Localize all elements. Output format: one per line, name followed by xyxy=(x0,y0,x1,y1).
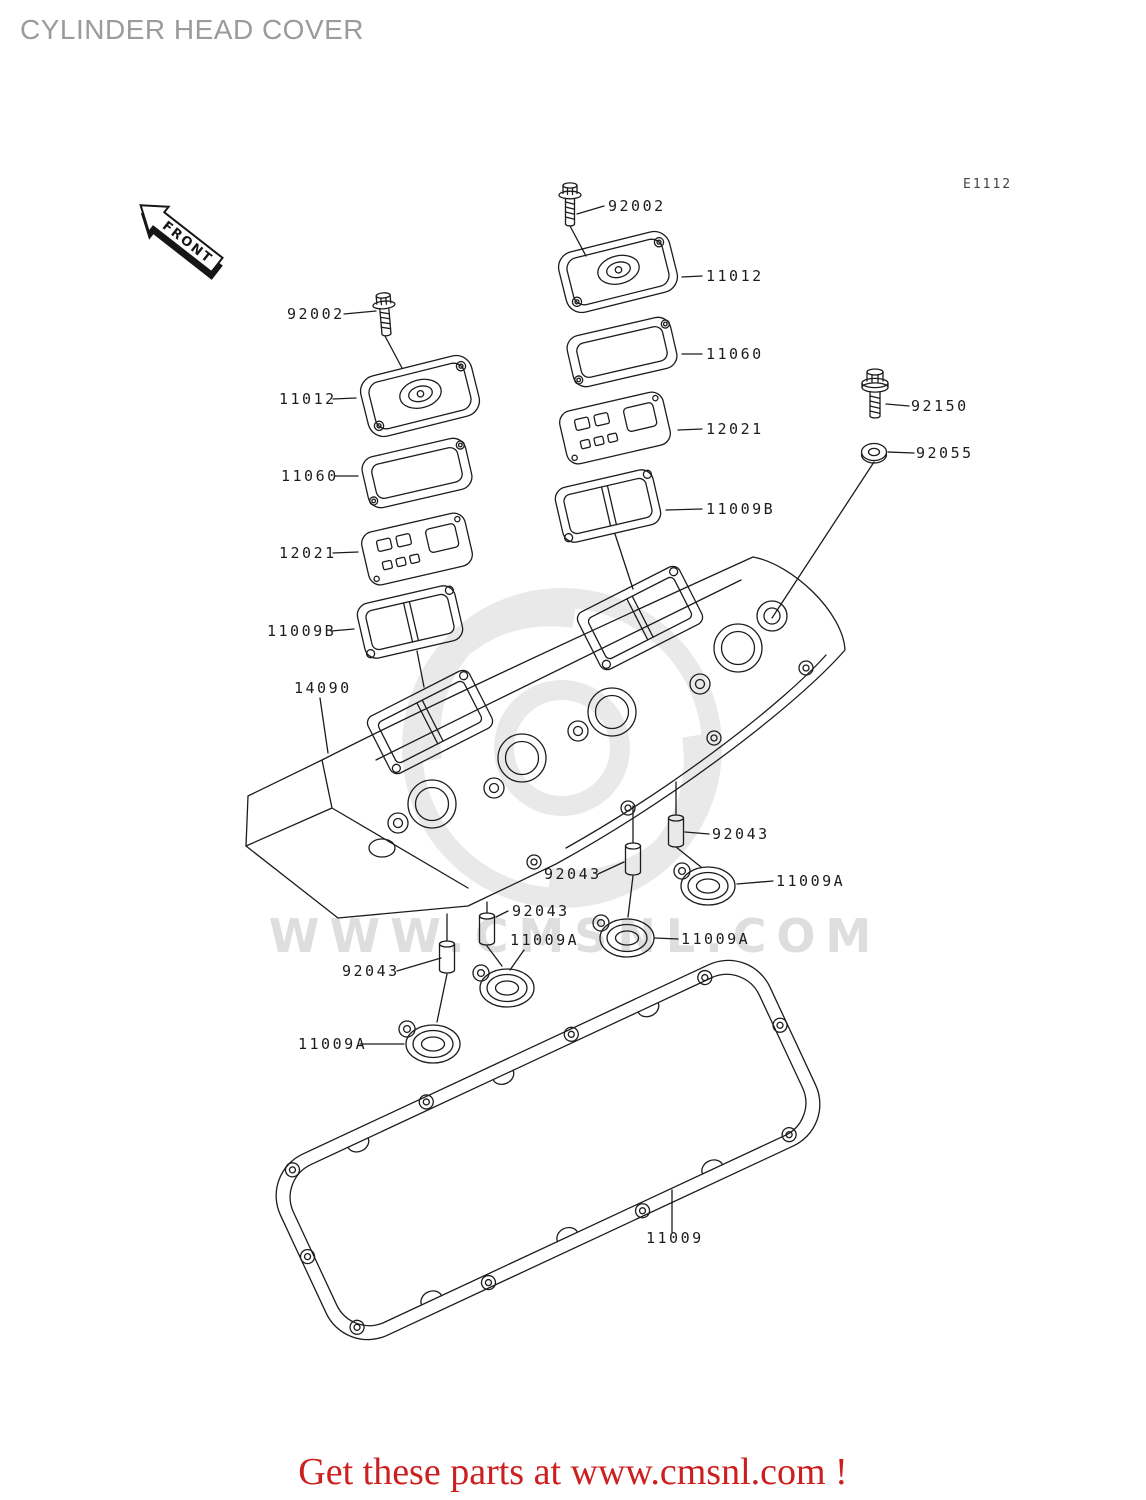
part-label-92043-4[interactable]: 92043 xyxy=(342,962,400,980)
part-11009a-grommet-3 xyxy=(472,964,535,1008)
footer-promo-text: Get these parts at www.cmsnl.com ! xyxy=(298,1451,848,1493)
watermark-url-text: WWW.CMSNL.COM xyxy=(269,909,882,963)
part-14090-head-cover xyxy=(245,556,846,919)
front-direction-arrow: FRONT xyxy=(139,204,224,280)
leader-lines xyxy=(319,205,915,1233)
page-title: CYLINDER HEAD COVER xyxy=(20,14,365,45)
part-label-11009b-2[interactable]: 11009B xyxy=(267,622,336,640)
part-label-11009a-1[interactable]: 11009A xyxy=(776,872,845,890)
part-label-11009a-3[interactable]: 11009A xyxy=(510,931,579,949)
part-12021-left-plate xyxy=(358,510,476,588)
part-11012-top-cover xyxy=(554,227,682,317)
watermark-logo-swirl xyxy=(402,588,722,908)
part-label-92043-1[interactable]: 92043 xyxy=(712,825,770,843)
part-label-11009b-1[interactable]: 11009B xyxy=(706,500,775,518)
part-92055-washer xyxy=(860,442,888,464)
part-92002-left-bolt xyxy=(371,291,399,338)
part-11009-cover-gasket xyxy=(275,959,821,1341)
part-label-11012-2[interactable]: 11012 xyxy=(279,390,337,408)
part-92150-bolt xyxy=(861,368,889,419)
part-label-92150[interactable]: 92150 xyxy=(911,397,969,415)
part-11060-top-gasket xyxy=(563,314,681,390)
part-label-92002-1[interactable]: 92002 xyxy=(608,197,666,215)
part-11009a-grommet-4 xyxy=(398,1020,461,1064)
part-label-11009a-2[interactable]: 11009A xyxy=(681,930,750,948)
part-11009b-top-gasket xyxy=(552,466,664,546)
part-11009a-grommet-1 xyxy=(673,862,736,906)
part-label-11012-1[interactable]: 11012 xyxy=(706,267,764,285)
part-12021-top-plate xyxy=(556,389,674,467)
front-arrow-shape xyxy=(139,204,224,274)
part-11012-left-cover xyxy=(356,351,484,441)
part-label-12021-1[interactable]: 12021 xyxy=(706,420,764,438)
part-label-14090[interactable]: 14090 xyxy=(294,679,352,697)
part-label-92043-2[interactable]: 92043 xyxy=(544,865,602,883)
watermark: WWW.CMSNL.COM xyxy=(269,588,882,963)
part-label-92002-2[interactable]: 92002 xyxy=(287,305,345,323)
part-11060-left-gasket xyxy=(358,435,476,511)
part-label-11009[interactable]: 11009 xyxy=(646,1229,704,1247)
part-label-11060-1[interactable]: 11060 xyxy=(706,345,764,363)
diagram-linework xyxy=(245,182,915,1341)
part-label-11060-2[interactable]: 11060 xyxy=(281,467,339,485)
diagram-code: E1112 xyxy=(963,177,1012,192)
part-labels: 92002 11012 11060 12021 11009B 92002 110… xyxy=(267,197,974,1247)
part-92002-top-bolt xyxy=(558,182,582,227)
part-label-11009a-4[interactable]: 11009A xyxy=(298,1035,367,1053)
part-label-12021-2[interactable]: 12021 xyxy=(279,544,337,562)
part-label-92055[interactable]: 92055 xyxy=(916,444,974,462)
part-label-92043-3[interactable]: 92043 xyxy=(512,902,570,920)
